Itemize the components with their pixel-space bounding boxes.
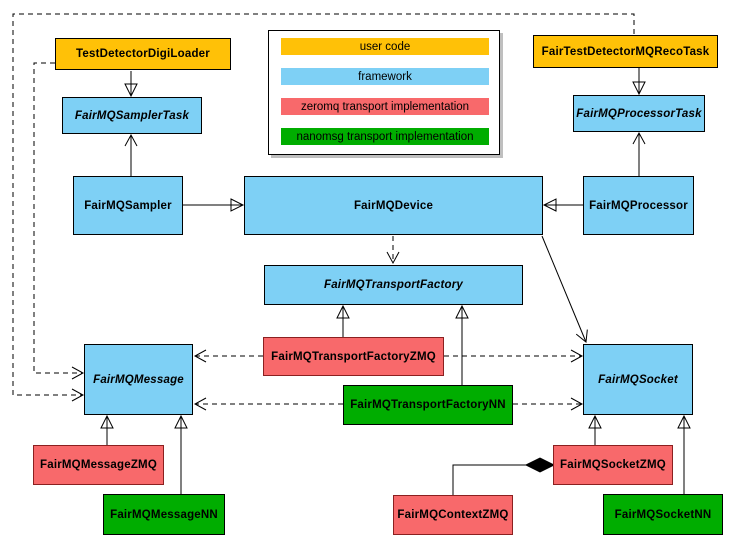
node-fair-mq-socket-nn: FairMQSocketNN bbox=[603, 494, 723, 535]
node-fair-test-detector-mq-reco-task: FairTestDetectorMQRecoTask bbox=[533, 35, 718, 68]
node-fair-mq-sampler-task: FairMQSamplerTask bbox=[62, 97, 202, 134]
legend-label: zeromq transport implementation bbox=[300, 100, 470, 113]
node-fair-mq-transport-factory: FairMQTransportFactory bbox=[264, 265, 523, 305]
legend-label: nanomsg transport implementation bbox=[296, 130, 474, 143]
legend-label: user code bbox=[359, 40, 411, 53]
composition-diamond-icon bbox=[524, 457, 556, 473]
node-fair-mq-transport-factory-zmq: FairMQTransportFactoryZMQ bbox=[263, 337, 444, 376]
node-fair-mq-context-zmq: FairMQContextZMQ bbox=[393, 495, 513, 535]
node-test-detector-digi-loader: TestDetectorDigiLoader bbox=[55, 38, 231, 70]
node-fair-mq-sampler: FairMQSampler bbox=[73, 176, 183, 235]
node-fair-mq-socket-zmq: FairMQSocketZMQ bbox=[553, 445, 673, 485]
legend-label: framework bbox=[358, 70, 412, 83]
node-fair-mq-processor-task: FairMQProcessorTask bbox=[573, 95, 705, 132]
edge-device-socket bbox=[541, 235, 588, 343]
node-fair-mq-device: FairMQDevice bbox=[244, 176, 543, 235]
node-fair-mq-socket: FairMQSocket bbox=[583, 344, 693, 415]
node-fair-mq-message-nn: FairMQMessageNN bbox=[103, 494, 225, 535]
node-fair-mq-message: FairMQMessage bbox=[84, 344, 193, 415]
legend-item-framework: framework bbox=[281, 68, 489, 85]
node-fair-mq-transport-factory-nn: FairMQTransportFactoryNN bbox=[343, 385, 513, 425]
legend-box: user code framework zeromq transport imp… bbox=[268, 30, 500, 155]
legend-item-user-code: user code bbox=[281, 38, 489, 55]
node-fair-mq-message-zmq: FairMQMessageZMQ bbox=[33, 445, 164, 485]
node-fair-mq-processor: FairMQProcessor bbox=[583, 176, 694, 235]
edge-contextzmq-socketzmq bbox=[452, 464, 527, 495]
legend-item-zeromq: zeromq transport implementation bbox=[281, 98, 489, 115]
legend-item-nanomsg: nanomsg transport implementation bbox=[281, 128, 489, 145]
